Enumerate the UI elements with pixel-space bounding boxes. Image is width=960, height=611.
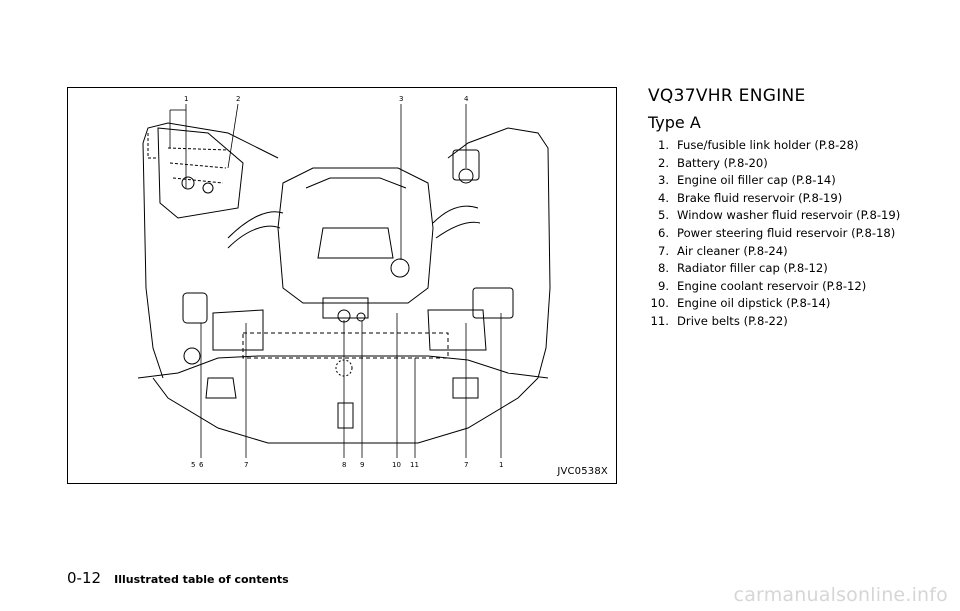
engine-diagram: 1 2 3 4 5 6 7 8 9 10 11 7 1 JVC0538X (67, 87, 617, 484)
legend-item: 5. Window washer fluid reservoir (P.8-19) (648, 207, 948, 225)
section-title: VQ37VHR ENGINE (648, 86, 806, 106)
callout-bottom-11: 11 (410, 461, 419, 469)
legend-number: 2. (657, 155, 669, 170)
legend-text: Battery (P.8-20) (677, 155, 768, 170)
legend-item: 10. Engine oil dipstick (P.8-14) (648, 295, 948, 313)
legend-item: 1. Fuse/fusible link holder (P.8-28) (648, 137, 948, 155)
engine-compartment-illustration: 1 2 3 4 5 6 7 8 9 10 11 7 1 (137, 95, 551, 469)
callout-bottom-7b: 7 (464, 461, 468, 469)
legend-item: 9. Engine coolant reservoir (P.8-12) (648, 278, 948, 296)
legend-item: 7. Air cleaner (P.8-24) (648, 243, 948, 261)
legend-number: 1. (657, 138, 669, 152)
callout-top-2: 2 (236, 95, 240, 103)
legend-text: Fuse/fusible link holder (P.8-28) (677, 138, 859, 152)
footer-title: Illustrated table of contents (114, 573, 289, 586)
figure-code: JVC0538X (557, 466, 608, 477)
legend-text: Air cleaner (P.8-24) (677, 243, 788, 258)
legend-number: 9. (657, 278, 669, 293)
legend-item: 6. Power steering fluid reservoir (P.8-18… (648, 225, 948, 243)
legend-text: Brake fluid reservoir (P.8-19) (677, 190, 843, 205)
legend-text: Drive belts (P.8-22) (677, 313, 788, 328)
callout-bottom-6: 6 (199, 461, 204, 469)
callout-bottom-10: 10 (392, 461, 401, 469)
legend-item: 4. Brake fluid reservoir (P.8-19) (648, 190, 948, 208)
legend-number: 6. (657, 225, 669, 240)
callout-top-1: 1 (184, 95, 188, 103)
callout-bottom-9: 9 (360, 461, 364, 469)
legend-number: 8. (657, 261, 669, 276)
legend-text: Window washer fluid reservoir (P.8-19) (677, 208, 901, 223)
callout-top-3: 3 (399, 95, 403, 103)
legend-text: Engine oil filler cap (P.8-14) (677, 173, 836, 188)
callout-bottom-5: 5 (191, 461, 195, 469)
component-legend: 1. Fuse/fusible link holder (P.8-28) 2. Ba… (648, 137, 948, 331)
legend-text: Radiator filler cap (P.8-12) (677, 261, 828, 276)
legend-number: 11. (650, 313, 669, 328)
legend-number: 5. (657, 208, 669, 223)
callout-top-4: 4 (464, 95, 469, 103)
section-subtitle: Type A (648, 113, 701, 132)
watermark: carmanualsonline.info (733, 584, 948, 606)
legend-number: 4. (657, 190, 669, 205)
legend-item: 2. Battery (P.8-20) (648, 155, 948, 173)
legend-text: Engine oil dipstick (P.8-14) (677, 296, 831, 311)
legend-number: 3. (657, 173, 669, 188)
legend-number: 10. (650, 296, 669, 311)
legend-text: Engine coolant reservoir (P.8-12) (677, 278, 867, 293)
legend-number: 7. (657, 243, 669, 258)
page-number: 0-12 (67, 569, 102, 587)
legend-item: 3. Engine oil filler cap (P.8-14) (648, 172, 948, 190)
callout-bottom-8: 8 (342, 461, 346, 469)
callout-bottom-7a: 7 (244, 461, 248, 469)
legend-item: 11. Drive belts (P.8-22) (648, 313, 948, 331)
page-footer: 0-12 Illustrated table of contents (67, 568, 289, 587)
callout-bottom-1: 1 (499, 461, 503, 469)
legend-text: Power steering fluid reservoir (P.8-18) (677, 225, 896, 240)
legend-item: 8. Radiator filler cap (P.8-12) (648, 260, 948, 278)
